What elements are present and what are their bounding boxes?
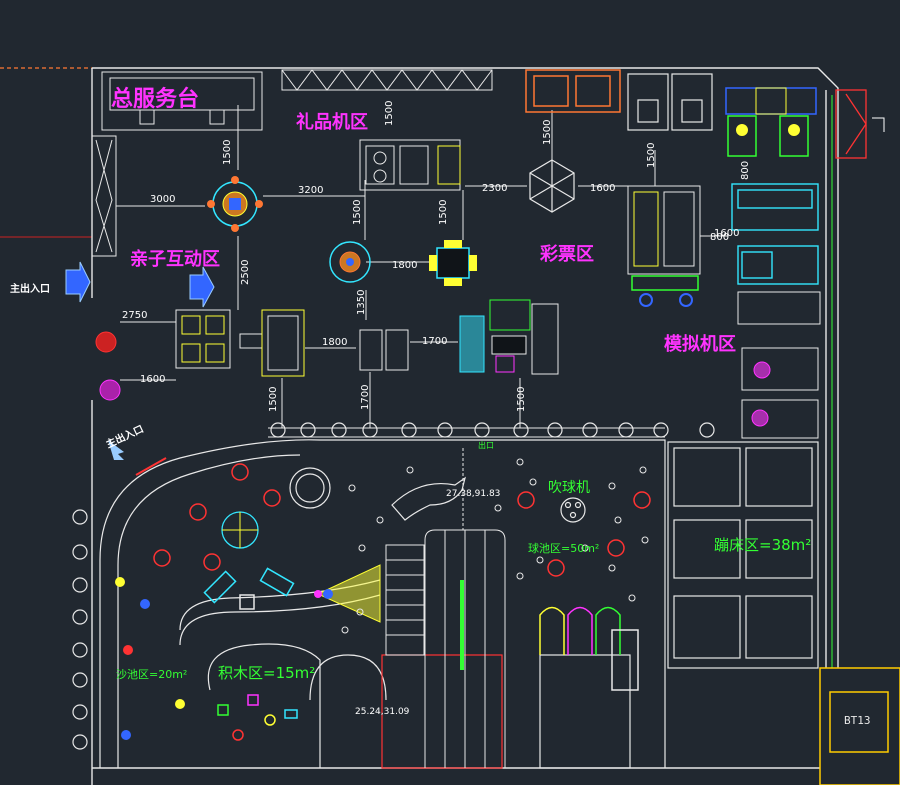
parent-child-boxes [175,309,305,377]
slides [385,529,506,768]
racing-cabinets [725,87,817,157]
dim-label: 1600 [140,374,165,385]
entrance-red-mark [135,457,167,476]
entrance-label-lower: 主出入口 [104,422,146,451]
dim-label: 2750 [122,310,147,321]
dim-label: 1500 [384,101,395,126]
layout-grid-lines [116,105,728,438]
trampoline-grid [667,441,819,669]
bt13-box [819,667,900,785]
dim-label: 1700 [360,385,371,410]
zone-ball-pool: 球池区=50m² [528,541,599,555]
right-door [835,89,867,159]
dim-label: 1600 [590,183,615,194]
dim-label: 1500 [222,140,233,165]
dim-label: 1600 [714,228,739,239]
sand-toys [115,577,185,740]
dim-label: 800 [740,161,751,180]
dim-label: 1800 [392,260,417,271]
colored-slides [539,606,639,691]
block-toys [217,694,298,741]
exit-label: 出口 [478,440,494,450]
carousel-ride-1 [207,176,263,232]
entrance-label-left: 主出入口 [10,282,50,295]
dim-label: 1500 [542,120,553,145]
zone-gift-area: 礼品机区 [296,111,368,133]
lower-entrance-arrow-icon [108,440,124,460]
simulator-grey [737,291,821,439]
cross-machine [429,240,477,286]
truss-row [281,69,493,91]
ball-pool-dots [341,458,649,634]
zone-sand-pool: 沙池区=20m² [116,668,187,681]
entrance-arrow-icon [65,261,215,308]
zone-simulator: 模拟机区 [664,333,736,355]
red-ring-toys [153,463,651,577]
zone-lottery: 彩票区 [539,244,594,265]
zone-parent-child: 亲子互动区 [130,248,220,270]
service-desk-block [101,71,263,131]
ball-blower-machine [560,497,586,523]
dim-label: 3200 [298,185,323,196]
dim-label: 1800 [322,337,347,348]
dim-label: 2500 [240,260,251,285]
dolphin-sculpture [391,476,466,521]
dim-label: 1350 [356,290,367,315]
orange-machines [525,69,621,113]
lower-play-area [99,439,666,769]
dim-label: 1500 [268,387,279,412]
white-booths [627,73,713,131]
dim-label: 2300 [482,183,507,194]
small-door-mark [872,117,885,132]
dim-label: 1500 [516,387,527,412]
carousel-ride-2 [329,241,371,283]
left-hourglass [91,135,117,257]
dim-label: 800 [710,232,729,243]
lottery-cabinets [627,185,701,307]
dim-label: 1500 [352,200,363,225]
hexagon-machine [529,159,575,213]
red-robots [95,331,121,401]
dim-label: 1500 [438,200,449,225]
simulator-stack [731,183,819,285]
dim-label: 1700 [422,336,447,347]
cyan-benches [203,567,295,610]
column-circles [72,422,715,750]
bt13-label: BT13 [844,714,871,727]
dim-label: 3000 [150,194,175,205]
coord-label-1: 27.38,91.83 [446,489,500,499]
middle-machines [359,299,559,375]
zone-blocks: 积木区=15m² [218,664,315,682]
zone-ball-blower: 吹球机 [548,480,590,496]
dim-label: 1500 [646,143,657,168]
spotlight [314,564,381,623]
zone-service-desk: 总服务台 [111,86,199,112]
zone-trampoline: 蹦床区=38m² [714,536,811,554]
coord-label-2: 25.24,31.09 [355,707,410,717]
gift-machines [359,139,461,191]
mini-carousel [221,511,259,549]
